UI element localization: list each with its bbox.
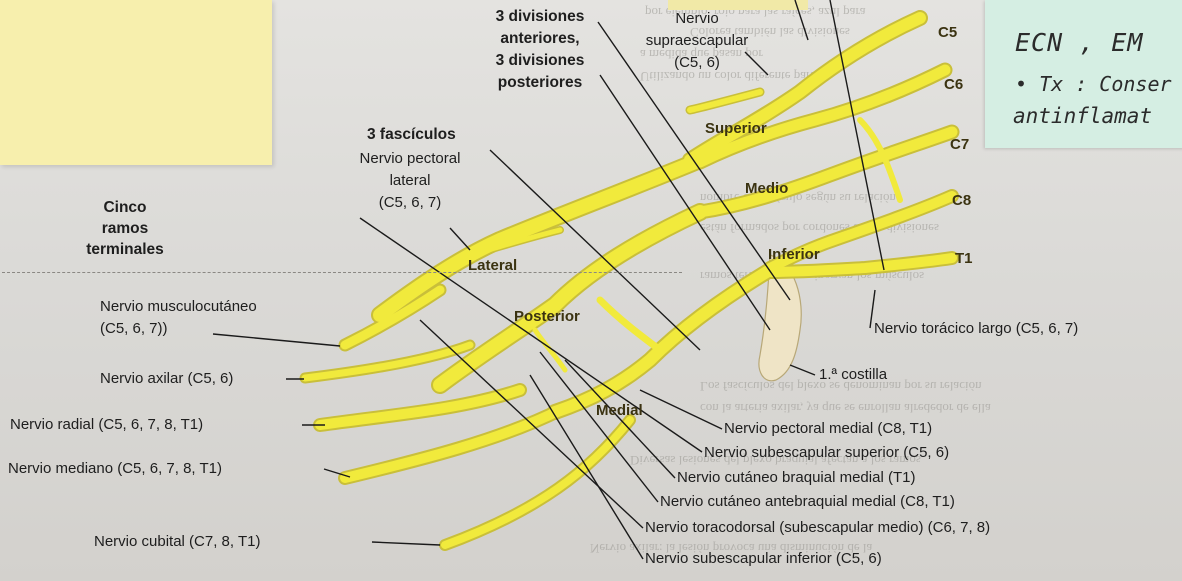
divisions-line-2: anteriores, [470,28,610,50]
divisions-line-3: 3 divisiones [470,50,610,72]
radial-label: Nervio radial (C5, 6, 7, 8, T1) [10,416,203,434]
divisions-line-1: 3 divisiones [470,6,610,28]
root-c8-label: C8 [952,192,971,209]
root-c5-label: C5 [938,24,957,41]
musculocutaneo-label: Nervio musculocutáneo (C5, 6, 7)) [100,296,257,340]
cord-lateral-label: Lateral [468,257,517,274]
trunk-medio-label: Medio [745,180,788,197]
supraescapular-label: Nervio supraescapular (C5, 6) [632,8,762,74]
toracodorsal-label: Nervio toracodorsal (subescapular medio)… [645,519,990,537]
supraescapular-line-3: (C5, 6) [632,52,762,74]
leader-c5-top [795,0,808,40]
mediano-label: Nervio mediano (C5, 6, 7, 8, T1) [8,460,222,478]
leader-pectoral-medial [640,390,722,429]
fasciculos-label: 3 fascículos [367,126,456,144]
root-t1-label: T1 [955,250,973,267]
cord-medial-label: Medial [596,402,643,419]
terminal-branches-line-1: Cinco [70,197,180,218]
musculocutaneo-line-2: (C5, 6, 7)) [100,318,257,340]
pectoral-lateral-label: Nervio pectoral lateral (C5, 6, 7) [340,148,480,214]
root-c6-label: C6 [944,76,963,93]
root-c7-label: C7 [950,136,969,153]
subescapular-inferior-label: Nervio subescapular inferior (C5, 6) [645,550,882,568]
leader-costilla [790,365,815,375]
terminal-branches-label: Cinco ramos terminales [70,197,180,260]
pectoral-medial-label: Nervio pectoral medial (C8, T1) [724,420,932,438]
axilar-label: Nervio axilar (C5, 6) [100,370,233,388]
subescapular-superior-label: Nervio subescapular superior (C5, 6) [704,444,949,462]
terminal-branches-line-2: ramos [70,218,180,239]
supraescapular-line-2: supraescapular [632,30,762,52]
pectoral-lateral-line-3: (C5, 6, 7) [340,192,480,214]
leader-pectoral-lateral [450,228,470,250]
musculocutaneo-line-1: Nervio musculocutáneo [100,296,257,318]
divisions-label: 3 divisiones anteriores, 3 divisiones po… [470,6,610,94]
costilla-label: 1.ª costilla [819,366,887,384]
leader-cubital [372,542,440,545]
pectoral-lateral-line-1: Nervio pectoral [340,148,480,170]
pectoral-lateral-line-2: lateral [340,170,480,192]
cord-posterior-label: Posterior [514,308,580,325]
divisions-line-4: posteriores [470,72,610,94]
cutaneo-antebraquial-label: Nervio cutáneo antebraquial medial (C8, … [660,493,955,511]
trunk-superior-label: Superior [705,120,767,137]
supraescapular-line-1: Nervio [632,8,762,30]
cubital-label: Nervio cubital (C7, 8, T1) [94,533,260,551]
toracico-largo-label: Nervio torácico largo (C5, 6, 7) [874,320,1078,338]
cutaneo-braquial-label: Nervio cutáneo braquial medial (T1) [677,469,915,487]
leader-toracodorsal [420,320,643,528]
trunk-inferior-label: Inferior [768,246,820,263]
terminal-branches-line-3: terminales [70,239,180,260]
divider-line [2,272,682,273]
